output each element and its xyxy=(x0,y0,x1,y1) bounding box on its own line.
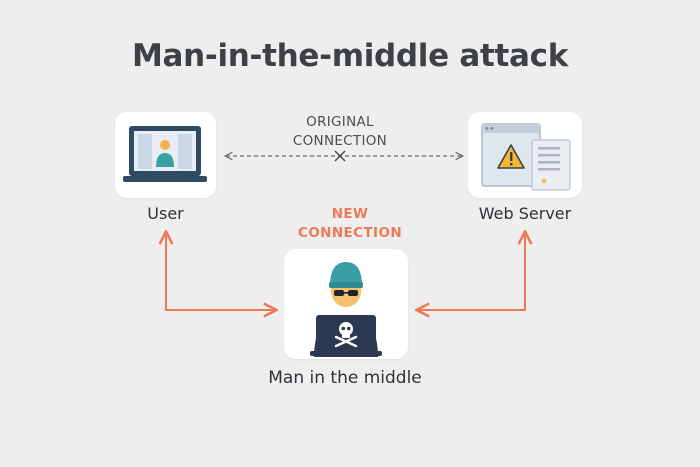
user-label: User xyxy=(147,204,184,223)
original-connection-label: ORIGINAL CONNECTION xyxy=(260,113,420,151)
web-server-warning-icon xyxy=(481,123,571,191)
laptop-user-icon xyxy=(123,126,207,182)
new-connection-label: NEW CONNECTION xyxy=(270,205,430,243)
diagram-title: Man-in-the-middle attack xyxy=(131,38,569,74)
user-attacker-line xyxy=(166,233,275,310)
server-attacker-line xyxy=(418,233,525,310)
broken-connection-x-icon xyxy=(334,150,346,162)
new-connection-label-line1: NEW xyxy=(331,206,369,222)
attacker-label: Man in the middle xyxy=(268,368,422,388)
original-connection-label-line1: ORIGINAL xyxy=(306,114,374,130)
web-server-card xyxy=(468,112,582,198)
hacker-laptop-icon xyxy=(310,262,382,357)
new-connection-label-line2: CONNECTION xyxy=(297,225,403,241)
attacker-card xyxy=(284,249,408,359)
user-card xyxy=(115,112,216,198)
original-connection-label-line2: CONNECTION xyxy=(292,133,388,149)
web-server-label: Web Server xyxy=(478,204,572,223)
